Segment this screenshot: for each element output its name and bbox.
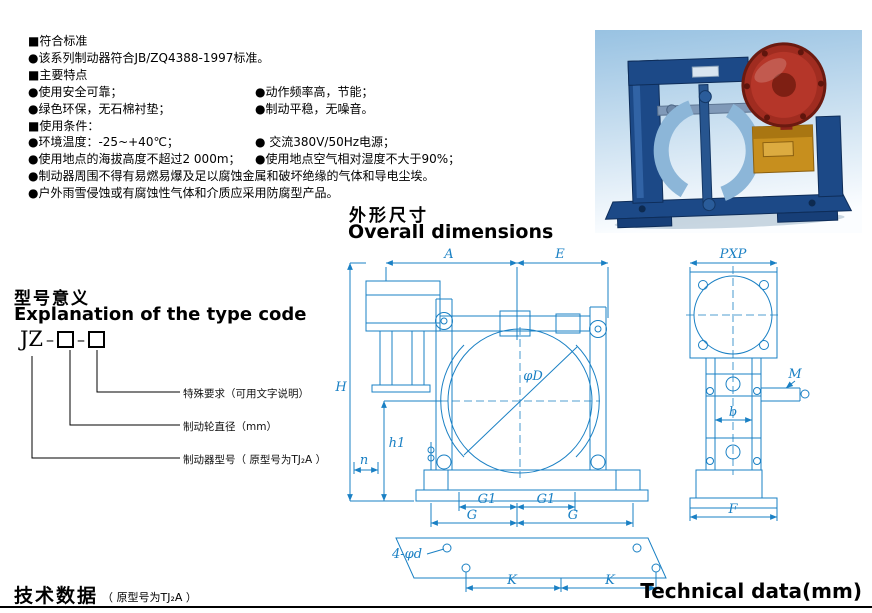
dim-label-K: K xyxy=(604,573,616,588)
dim-label-n: n xyxy=(360,453,368,468)
dim-label-K: K xyxy=(506,573,518,588)
dim-label-h1: h1 xyxy=(389,436,406,451)
feature-line: ■主要特点 xyxy=(28,67,603,84)
feature-text: ●环境温度：-25~+40℃； xyxy=(28,135,179,150)
brake-machine xyxy=(604,42,853,229)
type-code-title-en: Explanation of the type code xyxy=(14,304,307,325)
feature-text: ●使用地点的海拔高度不超过2 000m； xyxy=(28,152,241,167)
product-photo xyxy=(595,30,862,233)
feature-text: ■主要特点 xyxy=(28,67,88,82)
feature-text: ■使用条件： xyxy=(28,118,100,133)
type-code-dash: – xyxy=(46,329,55,349)
type-code-label-special: 特殊要求（可用文字说明） xyxy=(183,388,309,400)
brake-product-illustration xyxy=(595,30,862,233)
dim-label-G: G xyxy=(568,508,578,523)
type-code-dash: – xyxy=(77,329,86,349)
standards-features-list: ■符合标准 ●该系列制动器符合JB/ZQ4388-1997标准。 ■主要特点 ●… xyxy=(28,33,603,202)
bottom-rule xyxy=(0,606,872,608)
type-code-placeholder-box xyxy=(88,330,106,348)
feature-line: ●环境温度：-25~+40℃； ● 交流380V/50Hz电源； xyxy=(28,134,603,151)
front-view-drawing: A E H h1 n φD G1 G1 G G K K 4-φd xyxy=(334,247,667,592)
dim-label-PXP: PXP xyxy=(719,247,747,262)
type-code-prefix: JZ xyxy=(20,327,44,351)
dim-label-A: A xyxy=(443,247,453,262)
feature-text: ●使用安全可靠； xyxy=(28,84,123,99)
feature-line: ■符合标准 xyxy=(28,33,603,50)
dim-label-bolt-holes: 4-φd xyxy=(391,547,422,562)
technical-data-title-zh: 技术数据 xyxy=(14,585,99,607)
type-code-formula: JZ – – xyxy=(20,327,106,351)
dim-label-G1: G1 xyxy=(478,492,497,507)
feature-line: ●制动器周围不得有易燃易爆及足以腐蚀金属和破坏绝缘的气体和导电尘埃。 xyxy=(28,168,603,185)
dim-label-b: b xyxy=(729,405,737,420)
feature-line: ●使用安全可靠； ●动作频率高，节能； xyxy=(28,84,603,101)
feature-text: ■符合标准 xyxy=(28,34,88,48)
technical-data-note: （ 原型号为TJ₂A ） xyxy=(102,591,197,604)
type-code-title-zh: 型号意义 xyxy=(14,289,90,309)
feature-text: ●使用地点空气相对湿度不大于90%； xyxy=(255,152,461,167)
technical-data-title-en: Technical data(mm) xyxy=(640,579,862,603)
feature-text: ●动作频率高，节能； xyxy=(255,84,374,99)
feature-text: ●制动器周围不得有易燃易爆及足以腐蚀金属和破坏绝缘的气体和导电尘埃。 xyxy=(28,169,435,184)
feature-text: ●制动平稳，无噪音。 xyxy=(255,101,374,116)
type-code-label-brake-model: 制动器型号（ 原型号为TJ₂A ） xyxy=(183,454,327,466)
feature-line: ●使用地点的海拔高度不超过2 000m； ●使用地点空气相对湿度不大于90%； xyxy=(28,151,603,168)
overall-dimensions-title-zh: 外形尺寸 xyxy=(349,206,429,226)
type-code-placeholder-box xyxy=(57,330,75,348)
feature-line: ■使用条件： xyxy=(28,118,603,135)
feature-text: ●该系列制动器符合JB/ZQ4388-1997标准。 xyxy=(28,50,270,65)
dim-label-G1: G1 xyxy=(537,492,556,507)
overall-dimensions-title-en: Overall dimensions xyxy=(348,221,554,243)
dim-label-H: H xyxy=(334,380,347,395)
side-view-drawing: PXP M b F xyxy=(686,247,810,521)
feature-text: ●户外雨雪侵蚀或有腐蚀性气体和介质应采用防腐型产品。 xyxy=(28,186,339,201)
dim-label-F: F xyxy=(727,502,738,517)
dim-label-M: M xyxy=(787,367,802,382)
feature-text: ● 交流380V/50Hz电源； xyxy=(255,135,396,150)
feature-line: ●该系列制动器符合JB/ZQ4388-1997标准。 xyxy=(28,50,603,67)
dim-label-E: E xyxy=(554,247,565,262)
feature-text: ●绿色环保，无石棉衬垫； xyxy=(28,101,171,116)
dim-label-phiD: φD xyxy=(523,369,543,384)
feature-line: ●户外雨雪侵蚀或有腐蚀性气体和介质应采用防腐型产品。 xyxy=(28,185,603,202)
feature-line: ●绿色环保，无石棉衬垫； ●制动平稳，无噪音。 xyxy=(28,101,603,118)
type-code-leader-lines xyxy=(31,350,180,459)
dim-label-G: G xyxy=(467,508,477,523)
type-code-label-wheel-diameter: 制动轮直径（mm） xyxy=(183,421,277,433)
